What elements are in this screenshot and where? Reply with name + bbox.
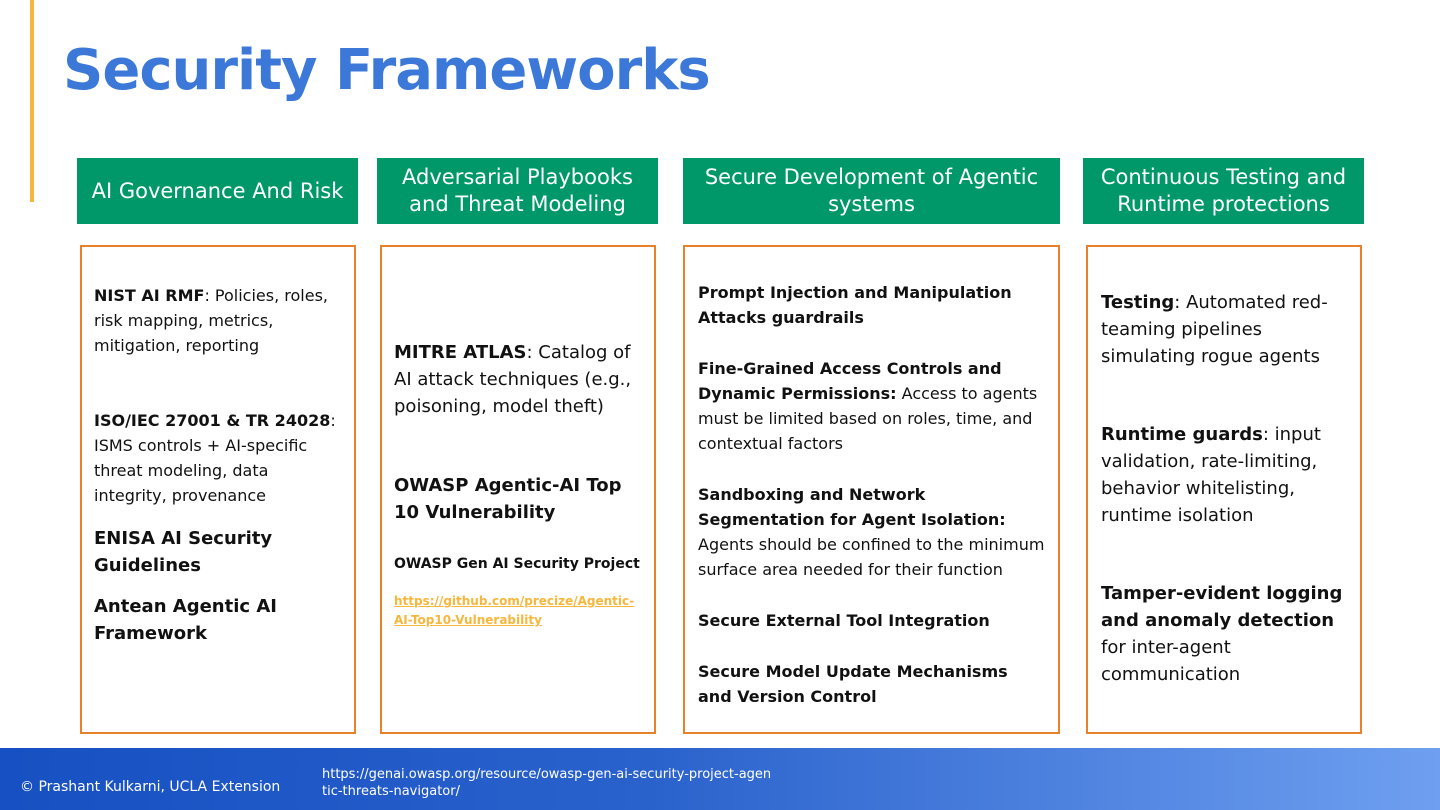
list-item: Testing: Automated red-teaming pipelines… (1101, 289, 1347, 370)
item-text: Agents should be confined to the minimum… (698, 535, 1045, 579)
link-item: https://github.com/precize/Agentic-AI-To… (394, 592, 642, 630)
item-title: ENISA AI Security Guidelines (94, 528, 273, 576)
item-text: : ISMS controls + AI-specific threat mod… (94, 411, 336, 505)
item-text: : Automated red-teaming pipelines simula… (1101, 292, 1328, 367)
item-title: Fine-Grained Access Controls and Dynamic… (698, 359, 1002, 403)
item-title: Tamper-evident logging and anomaly detec… (1101, 583, 1343, 631)
item-title: NIST AI RMF (94, 286, 205, 305)
item-title: Testing (1101, 292, 1175, 313)
list-item: Tamper-evident logging and anomaly detec… (1101, 580, 1347, 688)
item-title: ISO/IEC 27001 & TR 24028 (94, 411, 331, 430)
list-item: Secure External Tool Integration (698, 608, 1045, 633)
item-text: for inter-agent communication (1101, 637, 1241, 685)
github-link[interactable]: https://github.com/precize/Agentic-AI-To… (394, 594, 635, 627)
item-text: : Policies, roles, risk mapping, metrics… (94, 286, 328, 355)
source-url: https://genai.owasp.org/resource/owasp-g… (322, 767, 772, 799)
header-secure-development: Secure Development of Agentic systems (683, 158, 1060, 224)
accent-bar (30, 0, 34, 202)
list-item: Runtime guards: input validation, rate-l… (1101, 421, 1347, 529)
header-continuous-testing: Continuous Testing and Runtime protectio… (1083, 158, 1364, 224)
list-item: Fine-Grained Access Controls and Dynamic… (698, 356, 1045, 456)
item-title: MITRE ATLAS (394, 342, 527, 363)
item-title: Secure Model Update Mechanisms and Versi… (698, 662, 1008, 706)
box-adversarial-playbooks: MITRE ATLAS: Catalog of AI attack techni… (380, 245, 656, 734)
list-item: NIST AI RMF: Policies, roles, risk mappi… (94, 283, 342, 358)
item-title: Runtime guards (1101, 424, 1263, 445)
footer-bar: © Prashant Kulkarni, UCLA Extension http… (0, 748, 1440, 810)
item-title: OWASP Agentic-AI Top 10 Vulnerability (394, 475, 622, 523)
item-title: OWASP Gen AI Security Project (394, 556, 640, 572)
box-ai-governance: NIST AI RMF: Policies, roles, risk mappi… (80, 245, 356, 734)
list-item: OWASP Gen AI Security Project (394, 554, 642, 574)
slide-title: Security Frameworks (63, 38, 711, 103)
list-item: Secure Model Update Mechanisms and Versi… (698, 659, 1045, 709)
header-ai-governance: AI Governance And Risk (77, 158, 358, 224)
item-title: Prompt Injection and Manipulation Attack… (698, 283, 1012, 327)
item-title: Sandboxing and Network Segmentation for … (698, 485, 1006, 529)
item-text: : input validation, rate-limiting, behav… (1101, 424, 1321, 526)
item-text: Access to agents must be limited based o… (698, 384, 1038, 453)
header-adversarial-playbooks: Adversarial Playbooks and Threat Modelin… (377, 158, 658, 224)
list-item: ENISA AI Security Guidelines (94, 525, 342, 579)
list-item: Antean Agentic AI Framework (94, 593, 342, 647)
box-secure-development: Prompt Injection and Manipulation Attack… (683, 245, 1060, 734)
list-item: Prompt Injection and Manipulation Attack… (698, 280, 1045, 330)
item-title: Secure External Tool Integration (698, 611, 990, 630)
list-item: Sandboxing and Network Segmentation for … (698, 482, 1045, 582)
item-text: : Catalog of AI attack techniques (e.g.,… (394, 342, 632, 417)
box-continuous-testing: Testing: Automated red-teaming pipelines… (1086, 245, 1362, 734)
list-item: OWASP Agentic-AI Top 10 Vulnerability (394, 472, 642, 526)
list-item: ISO/IEC 27001 & TR 24028: ISMS controls … (94, 408, 342, 508)
copyright-text: © Prashant Kulkarni, UCLA Extension (20, 779, 281, 795)
item-title: Antean Agentic AI Framework (94, 596, 277, 644)
list-item: MITRE ATLAS: Catalog of AI attack techni… (394, 339, 642, 420)
